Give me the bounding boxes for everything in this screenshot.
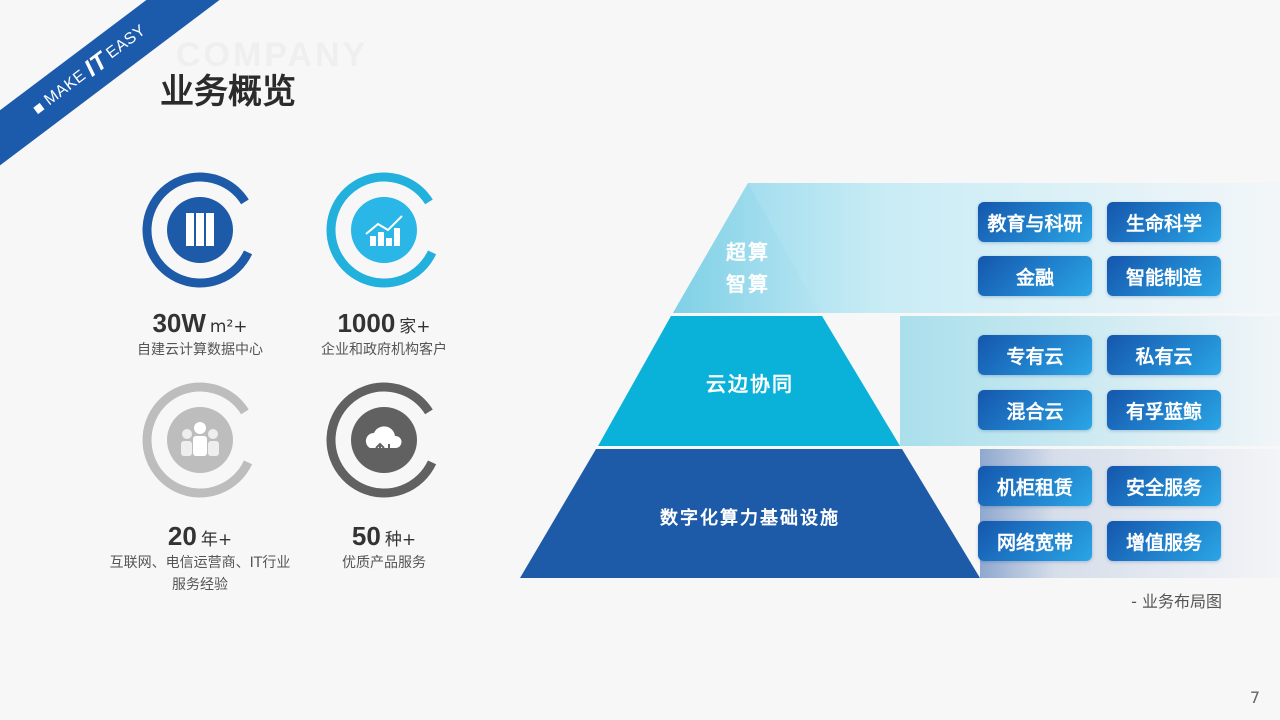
tag-finance[interactable]: 金融 bbox=[978, 256, 1092, 296]
stat-desc: 服务经验 bbox=[172, 577, 228, 593]
stat-unit: m²+ bbox=[209, 317, 248, 337]
stat-desc: 自建云计算数据中心 bbox=[137, 342, 263, 358]
pyramid-apex bbox=[673, 183, 820, 313]
tag-security[interactable]: 安全服务 bbox=[1107, 466, 1221, 506]
stat-unit: 种+ bbox=[384, 530, 417, 550]
page-title: 业务概览 bbox=[160, 72, 296, 112]
stat-unit: 家+ bbox=[399, 317, 431, 337]
stat-desc: 优质产品服务 bbox=[342, 555, 426, 571]
tag-value-added[interactable]: 增值服务 bbox=[1107, 521, 1221, 561]
pyramid-middle-label: 云边协同 bbox=[706, 372, 794, 396]
stat-desc: 企业和政府机构客户 bbox=[321, 342, 447, 358]
pyramid-middle bbox=[598, 316, 900, 446]
server-rack-icon bbox=[142, 172, 258, 288]
tag-education[interactable]: 教育与科研 bbox=[978, 202, 1092, 242]
figure-caption: - 业务布局图 bbox=[1131, 592, 1222, 611]
label-supercomputing: 超算 bbox=[726, 240, 770, 264]
stat-value: 50 bbox=[351, 521, 381, 551]
pyramid-bottom bbox=[520, 449, 980, 578]
tag-dedicated-cloud[interactable]: 专有云 bbox=[978, 335, 1092, 375]
stat-unit: 年+ bbox=[200, 530, 233, 550]
growth-chart-icon bbox=[326, 172, 442, 288]
tag-hybrid-cloud[interactable]: 混合云 bbox=[978, 390, 1092, 430]
cloud-transfer-icon bbox=[326, 382, 442, 498]
pyramid-bottom-label: 数字化算力基础设施 bbox=[660, 508, 840, 529]
tag-manufacturing[interactable]: 智能制造 bbox=[1107, 256, 1221, 296]
tag-broadband[interactable]: 网络宽带 bbox=[978, 521, 1092, 561]
label-intelligent-computing: 智算 bbox=[726, 272, 770, 296]
page-number: 7 bbox=[1249, 688, 1260, 707]
stat-value: 30W bbox=[152, 308, 206, 338]
stat-icons bbox=[142, 172, 442, 498]
stat-value: 20 bbox=[167, 521, 197, 551]
tag-life-science[interactable]: 生命科学 bbox=[1107, 202, 1221, 242]
tag-rack-rental[interactable]: 机柜租赁 bbox=[978, 466, 1092, 506]
people-icon bbox=[142, 382, 258, 498]
stat-desc: 互联网、电信运营商、IT行业 bbox=[109, 555, 291, 571]
background-word: COMPANY bbox=[176, 36, 369, 74]
tag-private-cloud[interactable]: 私有云 bbox=[1107, 335, 1221, 375]
stat-value: 1000 bbox=[337, 308, 396, 338]
tag-lanjing[interactable]: 有孚蓝鲸 bbox=[1107, 390, 1221, 430]
pyramid-top-label: 超算 智算 bbox=[708, 236, 788, 300]
